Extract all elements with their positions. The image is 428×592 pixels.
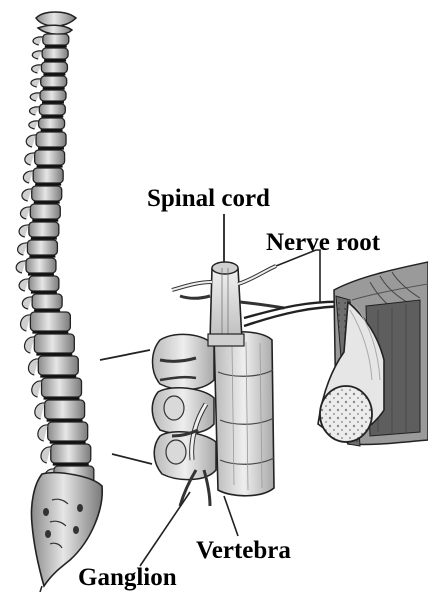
vertebra-process — [32, 65, 42, 73]
nerve-tissue-detail — [318, 262, 428, 446]
nerve-root-label: Nerve root — [266, 230, 380, 255]
vertebra-process — [19, 279, 29, 291]
vertebra-body — [29, 276, 59, 291]
vertebra-body — [41, 62, 67, 73]
ganglion-label: Ganglion — [78, 565, 177, 590]
vertebra-body — [40, 90, 66, 101]
vertebra-process — [31, 79, 41, 87]
vertebra-body — [42, 378, 82, 397]
vertebra-body — [36, 132, 66, 147]
vertebra-body — [41, 76, 67, 87]
vertebra-body — [26, 258, 56, 273]
vertebra-body — [51, 444, 91, 463]
zoom-pointer-upper — [100, 350, 150, 360]
vertebra-body — [43, 34, 69, 45]
vertebra-body — [32, 294, 62, 309]
vertebra-process — [26, 135, 36, 147]
vertebra-process — [18, 243, 28, 255]
vertebra-body — [33, 168, 63, 183]
vertebra-body — [30, 204, 60, 219]
vertebra-process — [29, 121, 39, 129]
vertebra-process — [30, 93, 40, 101]
vertebra-body — [39, 104, 65, 115]
vertebra-body — [39, 118, 65, 129]
vertebra-process — [28, 359, 38, 375]
vertebra-process — [22, 297, 32, 309]
vertebra-process — [20, 207, 30, 219]
vertebra-body — [34, 334, 74, 353]
vertebra-body — [42, 48, 68, 59]
vertebra-process — [32, 381, 42, 397]
vertebra-body — [48, 422, 88, 441]
vertebra-process — [23, 171, 33, 183]
vertebra-process — [22, 189, 32, 201]
vertebra-process — [25, 153, 35, 165]
enlarged-spine-segment — [140, 214, 350, 566]
vertebra-process — [19, 225, 29, 237]
vertebra-process — [30, 107, 40, 115]
vertebra-body — [29, 222, 59, 237]
vertebra-body — [38, 356, 78, 375]
vertebra-process — [35, 403, 45, 419]
vertebra-process — [25, 337, 35, 353]
zoom-pointer-lower — [112, 454, 152, 464]
spinal-column — [16, 12, 102, 592]
vertebra-body — [30, 312, 70, 331]
vertebra-process — [38, 425, 48, 441]
vertebra-process — [21, 315, 31, 331]
vertebra-process — [33, 37, 43, 45]
vertebra-body — [45, 400, 85, 419]
vertebra-process — [16, 261, 26, 273]
vertebra-process — [41, 447, 51, 463]
spinal-cord-label: Spinal cord — [147, 186, 270, 211]
vertebra-body — [35, 150, 65, 165]
vertebra-body — [27, 240, 57, 255]
vertebra-process — [32, 51, 42, 59]
vertebra-body — [32, 186, 62, 201]
vertebra-label: Vertebra — [196, 538, 291, 563]
